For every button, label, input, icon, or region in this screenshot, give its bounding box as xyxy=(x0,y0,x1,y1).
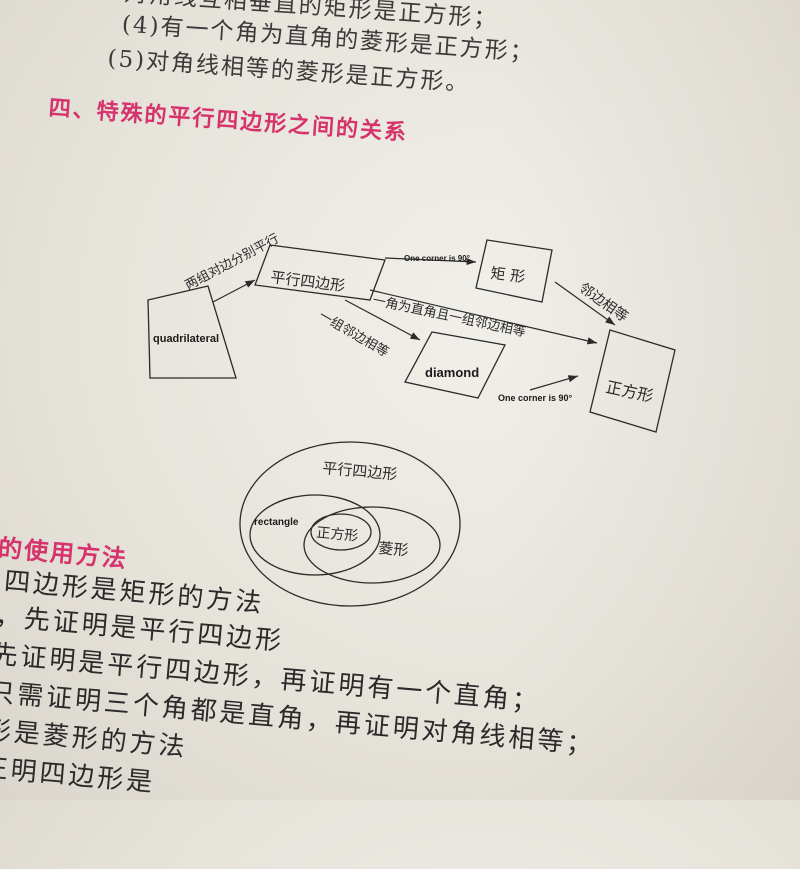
page-shadow xyxy=(500,0,800,800)
edge-quad-para xyxy=(212,279,256,303)
rhombus-shape xyxy=(404,331,506,399)
quadrilateral-shape xyxy=(147,285,237,379)
edge-para-rect-label: One corner is 90° xyxy=(404,254,470,263)
venn-right-ellipse xyxy=(303,506,441,584)
venn-outer-label: 平行四边形 xyxy=(322,459,398,483)
venn-left-label: rectangle xyxy=(254,517,299,528)
square-label: 正方形 xyxy=(604,377,655,406)
edge-rhombus-square xyxy=(529,375,579,391)
edge-rect-square xyxy=(554,281,616,326)
square-shape xyxy=(589,329,676,433)
edge-para-square-label: 一角为直角且一组邻边相等 xyxy=(371,292,527,340)
rectangle-shape xyxy=(475,239,553,303)
venn-right-label: 菱形 xyxy=(378,539,409,560)
edge-rhombus-square-label: One corner is 90° xyxy=(498,393,573,403)
venn-outer-ellipse xyxy=(239,441,461,607)
venn-center-ellipse xyxy=(310,513,372,551)
rhombus-label: diamond xyxy=(425,365,479,380)
edge-para-rhombus xyxy=(344,299,421,341)
parallelogram-label: 平行四边形 xyxy=(270,268,347,295)
venn-left-ellipse xyxy=(249,494,381,576)
venn-center-label: 正方形 xyxy=(316,525,359,545)
quadrilateral-label: quadrilateral xyxy=(153,333,219,345)
rectangle-label: 矩 形 xyxy=(490,264,527,286)
edge-para-rhombus-label: 一组邻边相等 xyxy=(316,308,392,361)
edge-para-rect xyxy=(384,257,477,266)
edge-quad-para-label: 两组对边分别平行 xyxy=(183,231,282,293)
relationship-diagram: quadrilateral 平行四边形 矩 形 diamond 正方形 两组对边… xyxy=(147,231,676,607)
parallelogram-shape xyxy=(254,244,386,301)
edge-para-square xyxy=(369,289,598,345)
